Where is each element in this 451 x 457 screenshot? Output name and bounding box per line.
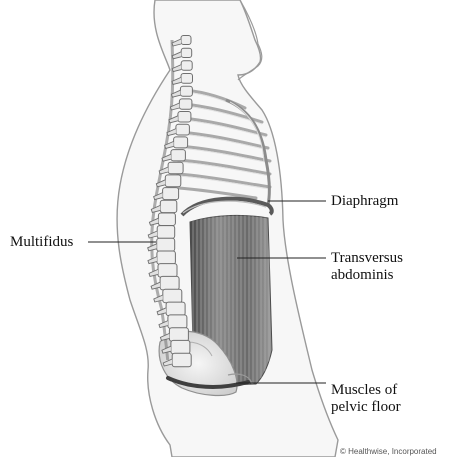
label-transversus-abdominis: Transversus abdominis: [331, 250, 403, 284]
vertebra: [158, 264, 177, 278]
vertebra: [172, 353, 191, 367]
vertebra: [171, 340, 190, 354]
vertebra: [163, 188, 179, 200]
label-multifidus: Multifidus: [10, 234, 73, 251]
vertebra: [165, 175, 181, 187]
vertebra: [160, 200, 177, 212]
vertebra: [174, 137, 188, 148]
vertebra: [163, 289, 182, 303]
vertebra: [160, 276, 179, 290]
label-pelvic-floor: Muscles of pelvic floor: [331, 382, 401, 416]
vertebra: [168, 315, 187, 329]
vertebra: [181, 48, 192, 57]
vertebra: [158, 213, 175, 226]
vertebra: [157, 238, 175, 251]
vertebra: [180, 86, 192, 96]
vertebra: [181, 36, 191, 45]
vertebra: [171, 150, 186, 161]
vertebra: [181, 61, 192, 71]
vertebra: [178, 112, 191, 123]
vertebra: [168, 162, 183, 174]
vertebra: [181, 74, 193, 84]
vertebra: [157, 251, 176, 264]
vertebra: [157, 226, 175, 239]
vertebra: [166, 302, 185, 316]
vertebra: [179, 99, 192, 109]
copyright-credit: © Healthwise, Incorporated: [340, 447, 437, 456]
vertebra: [169, 328, 188, 342]
label-diaphragm: Diaphragm: [331, 193, 398, 210]
vertebra: [176, 124, 190, 135]
